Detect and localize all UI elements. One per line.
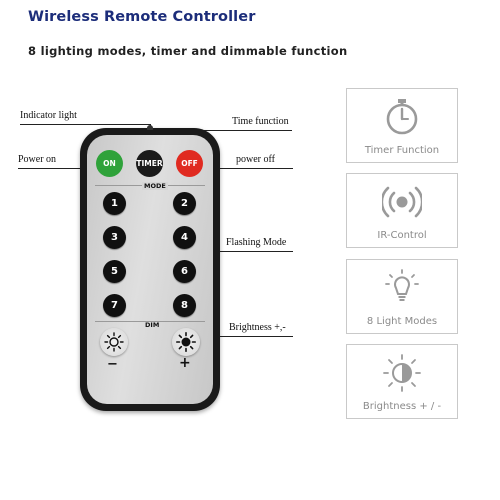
power-on-button[interactable]: ON: [96, 150, 123, 177]
feature-label: Brightness + / -: [362, 401, 442, 412]
sun-outline-icon: [104, 332, 124, 352]
callout-power-on: Power on: [18, 154, 57, 165]
mode-button-8[interactable]: 8: [173, 294, 196, 317]
plus-sign: +: [179, 355, 191, 371]
leader-line-flashing: [207, 251, 293, 252]
page-title: Wireless Remote Controller: [28, 9, 256, 25]
brightness-down-button[interactable]: [100, 328, 128, 356]
callout-flashing-mode: Flashing Mode: [226, 237, 287, 248]
feature-card-ir: IR-Control: [346, 173, 458, 248]
mode-label: MODE: [142, 182, 168, 190]
remote-controller: ON TIMER OFF MODE 1 2 3 4 5 6 7 8 DIM: [80, 125, 220, 411]
timer-button[interactable]: TIMER: [136, 150, 163, 177]
feature-label: IR-Control: [377, 230, 427, 241]
power-off-button[interactable]: OFF: [176, 150, 203, 177]
feature-card-brightness: Brightness + / -: [346, 344, 458, 419]
leader-line-indicator: [20, 124, 150, 125]
leader-line-power-on: [18, 168, 98, 169]
brightness-icon: [383, 354, 421, 392]
feature-label: Timer Function: [364, 145, 440, 156]
mode-button-3[interactable]: 3: [103, 226, 126, 249]
mode-button-4[interactable]: 4: [173, 226, 196, 249]
divider-bottom: [95, 321, 205, 322]
page-subtitle: 8 lighting modes, timer and dimmable fun…: [28, 44, 348, 58]
mode-button-7[interactable]: 7: [103, 294, 126, 317]
leader-line-brightness: [207, 336, 293, 337]
mode-button-5[interactable]: 5: [103, 260, 126, 283]
callout-brightness: Brightness +,-: [229, 322, 286, 333]
minus-sign: −: [107, 357, 118, 372]
callout-indicator-light: Indicator light: [20, 110, 77, 121]
brightness-up-button[interactable]: [172, 328, 200, 356]
leader-line-power-off: [203, 168, 293, 169]
stopwatch-icon: [386, 99, 418, 135]
mode-button-1[interactable]: 1: [103, 192, 126, 215]
feature-label: 8 Light Modes: [366, 316, 438, 327]
mode-button-2[interactable]: 2: [173, 192, 196, 215]
feature-card-timer: Timer Function: [346, 88, 458, 163]
sun-filled-icon: [176, 332, 196, 352]
callout-time-function: Time function: [232, 116, 289, 127]
light-bulb-icon: [385, 269, 419, 301]
leader-line-timer: [172, 130, 292, 131]
feature-card-modes: 8 Light Modes: [346, 259, 458, 334]
ir-signal-icon: [382, 186, 422, 218]
mode-button-6[interactable]: 6: [173, 260, 196, 283]
indicator-light: [147, 125, 153, 130]
callout-power-off: power off: [236, 154, 275, 165]
dim-label: DIM: [145, 321, 160, 329]
remote-face: ON TIMER OFF MODE 1 2 3 4 5 6 7 8 DIM: [87, 135, 213, 404]
